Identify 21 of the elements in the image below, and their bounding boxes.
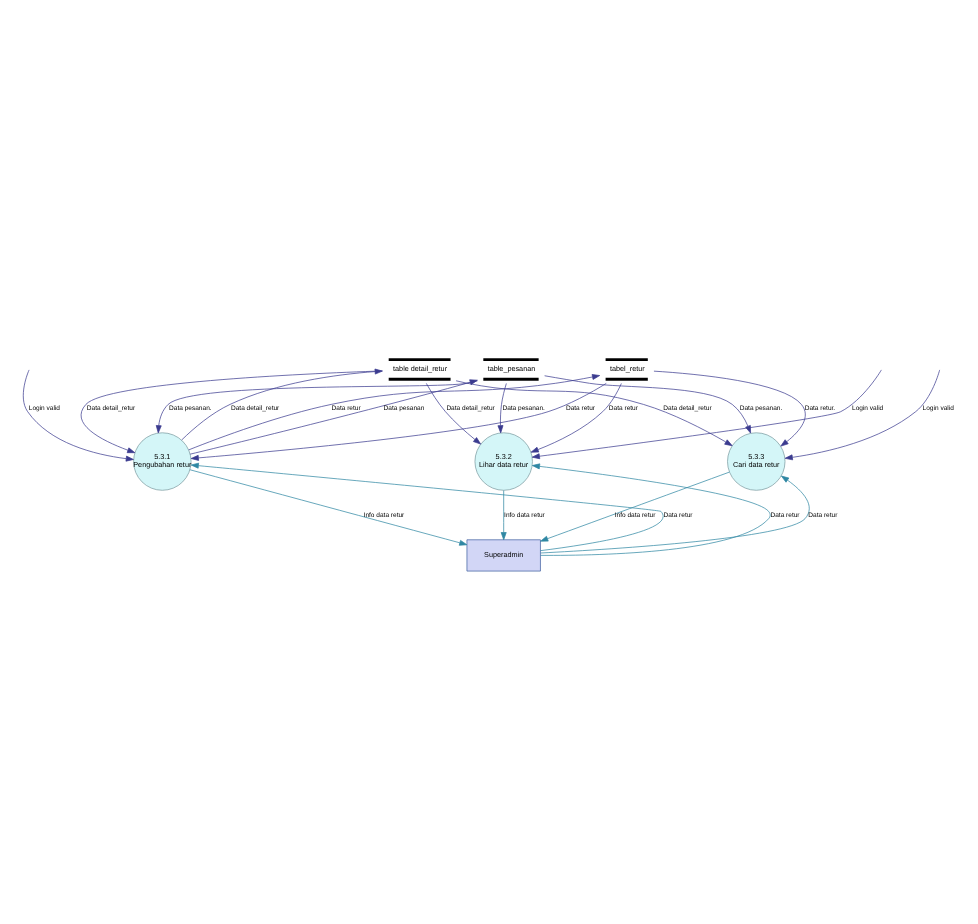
arrow <box>540 474 810 553</box>
arrow <box>497 382 507 433</box>
arrow <box>653 369 806 446</box>
arrow <box>455 379 733 446</box>
arrow <box>544 374 751 433</box>
arrow <box>540 470 730 541</box>
arrow <box>189 378 478 454</box>
arrow <box>190 382 607 460</box>
arrow <box>188 373 601 450</box>
arrow <box>190 461 664 550</box>
arrow <box>80 369 383 453</box>
arrow <box>531 462 771 555</box>
arrow <box>530 382 622 459</box>
arrow <box>784 368 941 460</box>
arrow <box>181 367 383 440</box>
arrow <box>22 368 134 461</box>
arrow <box>500 489 507 540</box>
arrow <box>530 368 882 459</box>
arrow <box>425 382 482 444</box>
arrow <box>155 379 478 433</box>
arrow <box>189 468 468 545</box>
